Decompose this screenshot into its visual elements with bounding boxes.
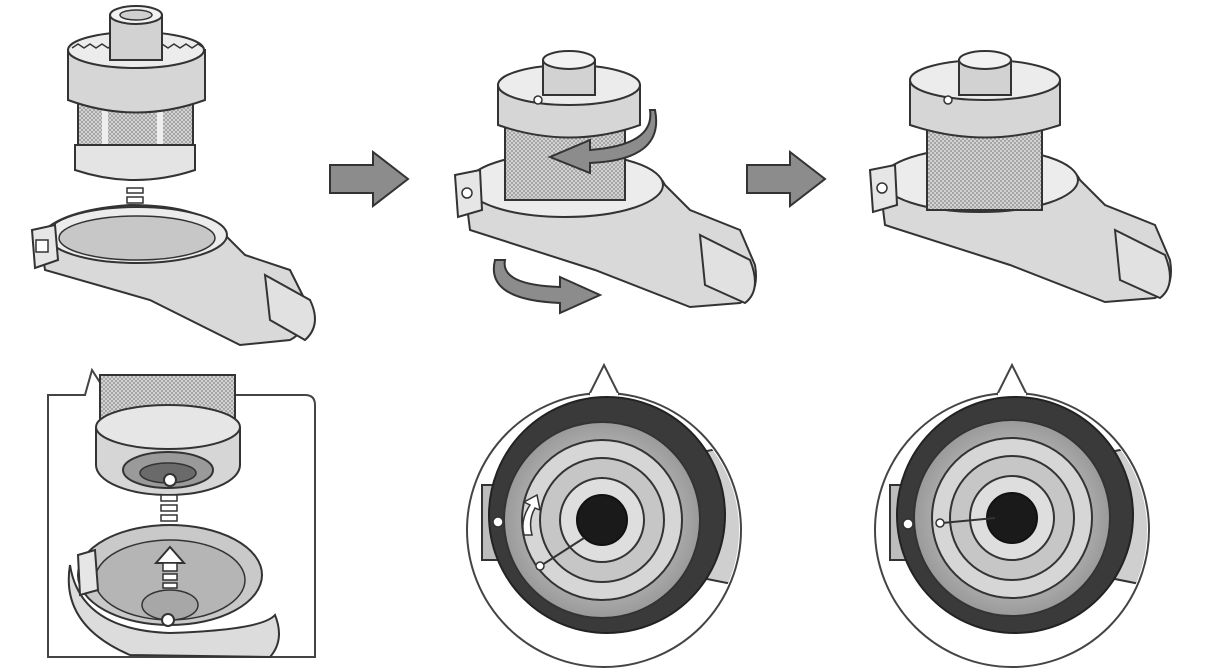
alignment-marker-dot <box>935 518 945 528</box>
rotate-arrow-icon <box>522 493 542 536</box>
step2-illustration <box>453 50 757 315</box>
filter-unit <box>67 5 206 181</box>
step-arrow-icon <box>329 150 410 208</box>
detail-callout-locked <box>874 362 1150 668</box>
alignment-marker-circle <box>492 516 504 528</box>
vacuum-base <box>30 203 316 347</box>
up-arrow-icon <box>153 545 187 589</box>
alignment-marker-top <box>163 473 177 487</box>
detail-callout-alignment <box>47 367 316 659</box>
filter-unit <box>909 50 1061 211</box>
alignment-marker-circle <box>902 518 914 530</box>
step1-illustration <box>30 5 316 347</box>
rotate-arrow-icon <box>547 109 658 175</box>
step3-illustration <box>868 50 1172 304</box>
alignment-marker-dot <box>535 561 545 571</box>
detail-callout-rotating <box>466 362 742 668</box>
filter-unit <box>497 50 641 201</box>
rotate-arrow-icon <box>492 259 603 315</box>
alignment-marker-bottom <box>161 613 175 627</box>
step-arrow-icon <box>746 150 827 208</box>
